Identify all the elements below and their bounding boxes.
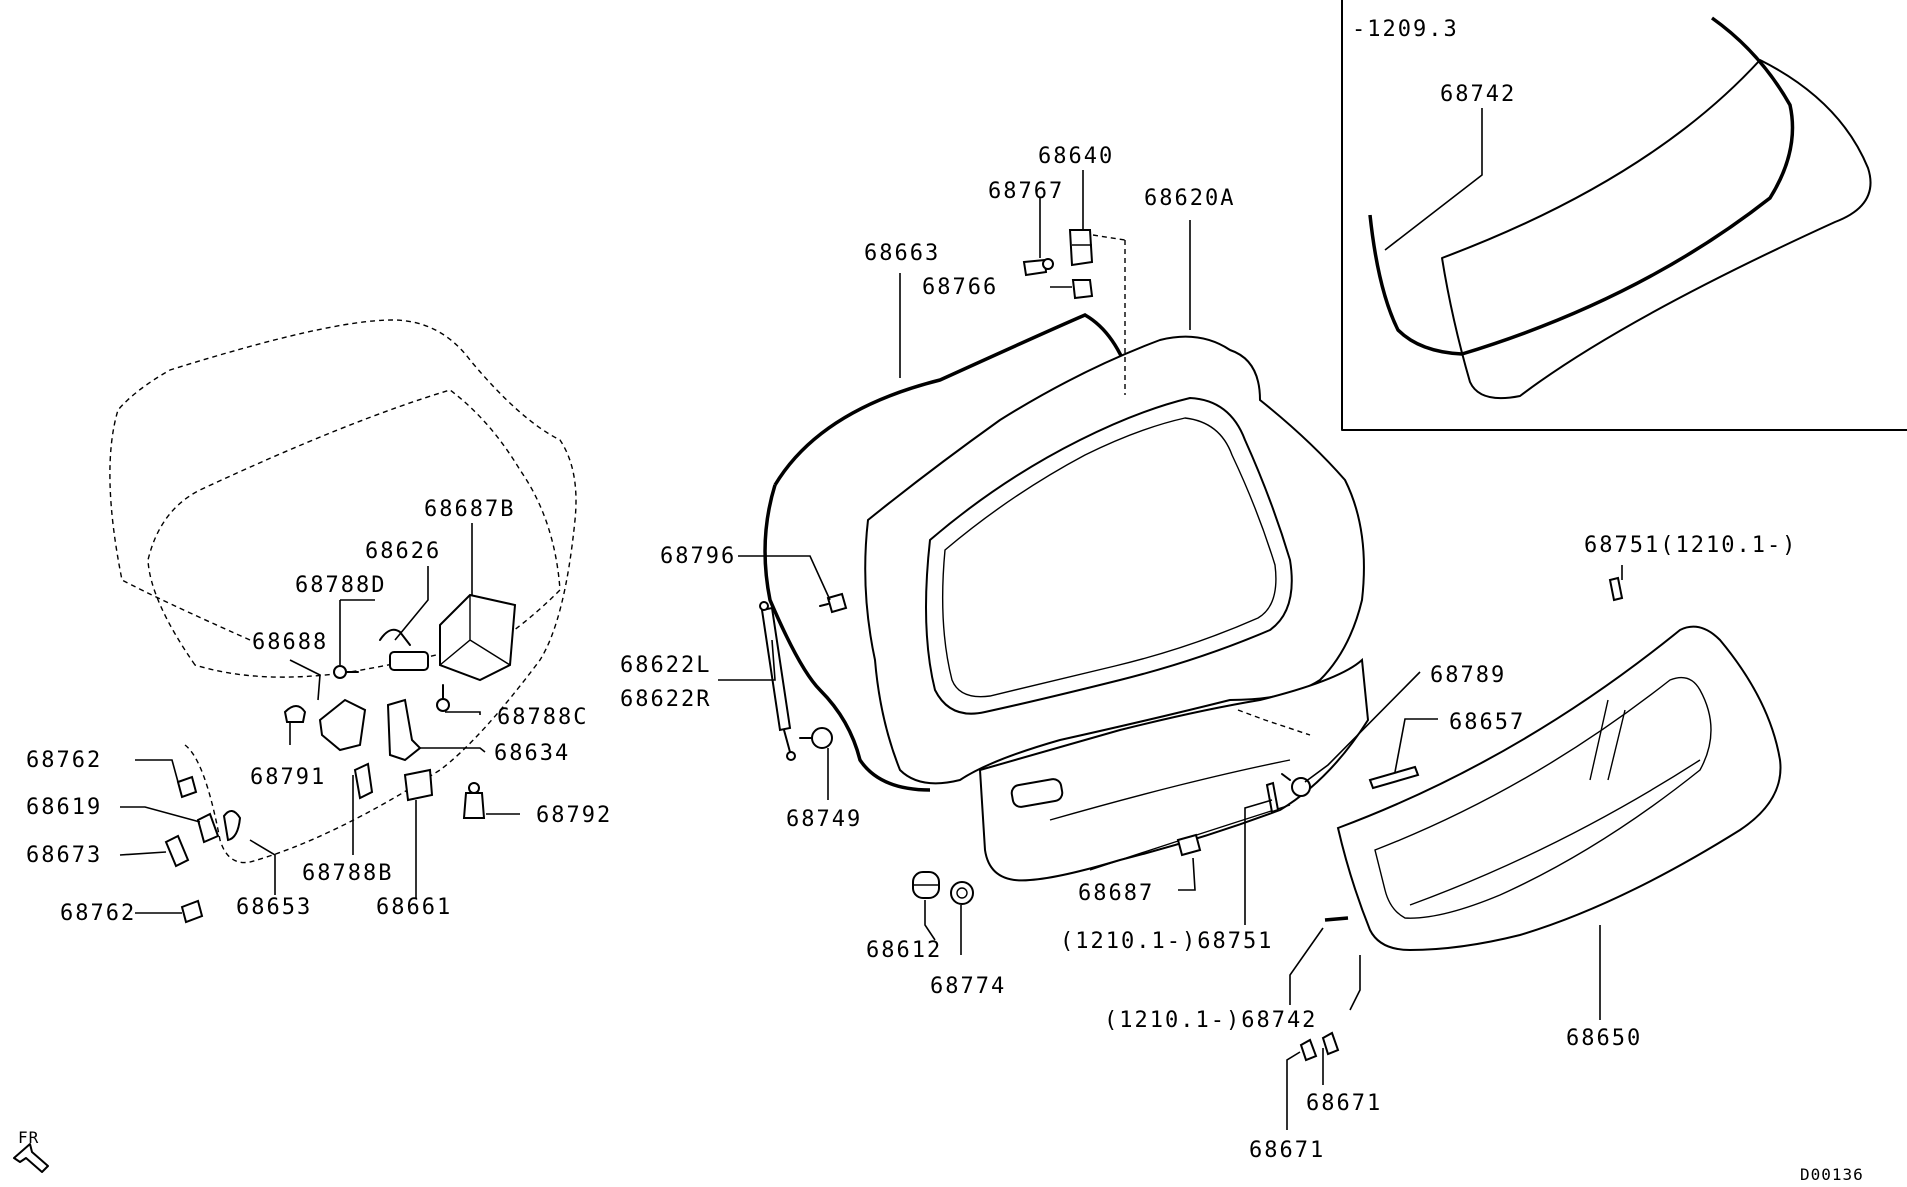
inset-moulding: [1368, 16, 1795, 356]
part-68762-upper: [176, 775, 198, 799]
part-68673: [164, 834, 190, 868]
label-68796: 68796: [660, 544, 736, 569]
inset-part-label: 68742: [1440, 82, 1516, 107]
label-68762-upper: 68762: [26, 748, 102, 773]
tailgate-door: [763, 234, 1370, 882]
part-68791: [283, 705, 307, 723]
part-68688: [318, 698, 367, 752]
tailgate-lower-panel: [978, 657, 1370, 882]
part-68612: [912, 871, 940, 899]
part-68640: [1068, 229, 1094, 267]
label-68687: 68687: [1078, 881, 1154, 906]
front-arrow-icon: [13, 1143, 49, 1173]
part-68626: [379, 628, 429, 671]
label-68653: 68653: [236, 895, 312, 920]
part-68774: [950, 881, 974, 905]
glass-inner-edge: [1374, 676, 1712, 919]
rear-glass: [1299, 576, 1782, 1062]
label-68788b: 68788B: [302, 861, 393, 886]
center-parts: [759, 229, 1311, 905]
front-arrow: FR: [13, 1128, 49, 1173]
part-68792: [462, 782, 486, 819]
handle-recess: [1010, 778, 1064, 808]
label-68766: 68766: [922, 275, 998, 300]
tailgate-window-opening: [925, 397, 1293, 715]
part-68751-mid: [1265, 781, 1280, 814]
part-68687: [1176, 833, 1202, 857]
label-68762-lower: 68762: [60, 901, 136, 926]
label-68661: 68661: [376, 895, 452, 920]
part-68788d: [333, 665, 359, 679]
part-68653: [222, 810, 242, 842]
label-68671-a: 68671: [1306, 1091, 1382, 1116]
label-68640: 68640: [1038, 144, 1114, 169]
label-68789: 68789: [1430, 663, 1506, 688]
label-68742: (1210.1-)68742: [1104, 1008, 1317, 1033]
part-68634: [386, 698, 422, 762]
label-68673: 68673: [26, 843, 102, 868]
part-68671-a: [1299, 1038, 1318, 1062]
label-68788d: 68788D: [295, 573, 386, 598]
label-68612: 68612: [866, 938, 942, 963]
door-inner-outline: [109, 319, 577, 864]
diagram-code: D00136: [1800, 1165, 1864, 1184]
part-68788b: [353, 762, 374, 800]
tailgate-outer: [864, 335, 1365, 785]
door-inner-window: [147, 389, 561, 678]
label-68687b: 68687B: [424, 497, 515, 522]
part-68788c: [436, 684, 450, 712]
label-68619: 68619: [26, 795, 102, 820]
label-68788c: 68788C: [497, 705, 588, 730]
part-68687b: [439, 593, 517, 682]
label-68620a: 68620A: [1144, 186, 1235, 211]
part-68742: [1324, 916, 1349, 922]
part-labels: 68640 68767 68620A 68663 68766 68687B 68…: [26, 144, 1797, 1163]
label-68663: 68663: [864, 241, 940, 266]
part-68796: [819, 592, 848, 614]
glass-68650: [1336, 625, 1782, 952]
part-68767: [1022, 258, 1054, 277]
label-68791: 68791: [250, 765, 326, 790]
label-68657: 68657: [1449, 710, 1525, 735]
part-68671-b: [1321, 1031, 1340, 1056]
label-68650: 68650: [1566, 1026, 1642, 1051]
part-68762-lower: [180, 899, 204, 924]
label-68792: 68792: [536, 803, 612, 828]
inset-glass: [1441, 59, 1872, 400]
left-parts: [164, 593, 517, 924]
inset-leader: [1384, 108, 1483, 251]
door-inner-view: [109, 319, 577, 864]
front-arrow-label: FR: [18, 1128, 39, 1147]
label-68751-mid: (1210.1-)68751: [1060, 929, 1273, 954]
part-68749: [799, 727, 833, 749]
label-68688: 68688: [252, 630, 328, 655]
leader-lines: [119, 170, 1623, 1130]
inset-panel: -1209.3 68742: [1341, 0, 1907, 431]
label-68749: 68749: [786, 807, 862, 832]
label-68622r: 68622R: [620, 687, 711, 712]
label-68671-b: 68671: [1249, 1138, 1325, 1163]
label-68767: 68767: [988, 179, 1064, 204]
weatherstrip-68663: [773, 313, 1137, 486]
inset-range-label: -1209.3: [1352, 17, 1459, 42]
part-68661: [403, 768, 434, 802]
part-68657: [1368, 765, 1420, 790]
part-68766: [1071, 279, 1094, 300]
part-68619: [196, 812, 220, 844]
weatherstrip-68663-lower: [763, 484, 931, 792]
part-68751-top: [1608, 576, 1624, 602]
label-68622l: 68622L: [620, 653, 711, 678]
label-68634: 68634: [494, 741, 570, 766]
part-68622: [759, 601, 796, 761]
label-68774: 68774: [930, 974, 1006, 999]
label-68751-top: 68751(1210.1-): [1584, 533, 1797, 558]
label-68626: 68626: [365, 539, 441, 564]
